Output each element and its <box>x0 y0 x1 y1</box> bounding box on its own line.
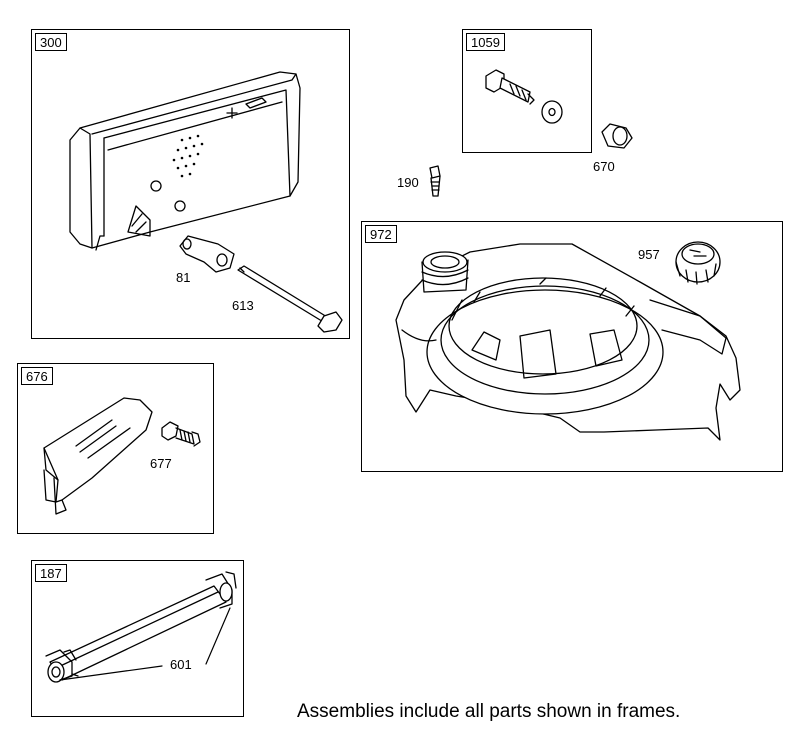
part-label-190: 190 <box>397 175 419 190</box>
footer-note: Assemblies include all parts shown in fr… <box>297 701 681 722</box>
frame-300-tag: 300 <box>35 33 67 51</box>
frame-972-tag: 972 <box>365 225 397 243</box>
hose-drawing <box>45 571 237 683</box>
leader-lines <box>59 607 231 681</box>
spacer-670-drawing <box>601 123 633 149</box>
frame-1059: 1059 <box>462 29 592 153</box>
guard-drawing <box>43 397 153 515</box>
part-label-670: 670 <box>593 159 615 174</box>
fuel-tank-drawing <box>395 243 741 441</box>
spacer-bolt-drawing <box>485 69 563 124</box>
part-label-601: 601 <box>170 657 192 672</box>
frame-300: 300 <box>31 29 350 339</box>
frame-972: 972 <box>361 221 783 472</box>
frame-187-tag: 187 <box>35 564 67 582</box>
part-label-81: 81 <box>176 270 191 285</box>
fuel-cap-drawing <box>675 241 721 285</box>
part-label-613: 613 <box>232 298 254 313</box>
frame-1059-tag: 1059 <box>466 33 505 51</box>
frame-676: 676 <box>17 363 214 534</box>
screw-677-drawing <box>161 421 201 447</box>
screw-190-drawing <box>429 165 441 197</box>
part-label-677: 677 <box>150 456 172 471</box>
muffler-drawing <box>69 71 343 333</box>
part-label-957: 957 <box>638 247 660 262</box>
frame-676-tag: 676 <box>21 367 53 385</box>
frame-187: 187 <box>31 560 244 717</box>
